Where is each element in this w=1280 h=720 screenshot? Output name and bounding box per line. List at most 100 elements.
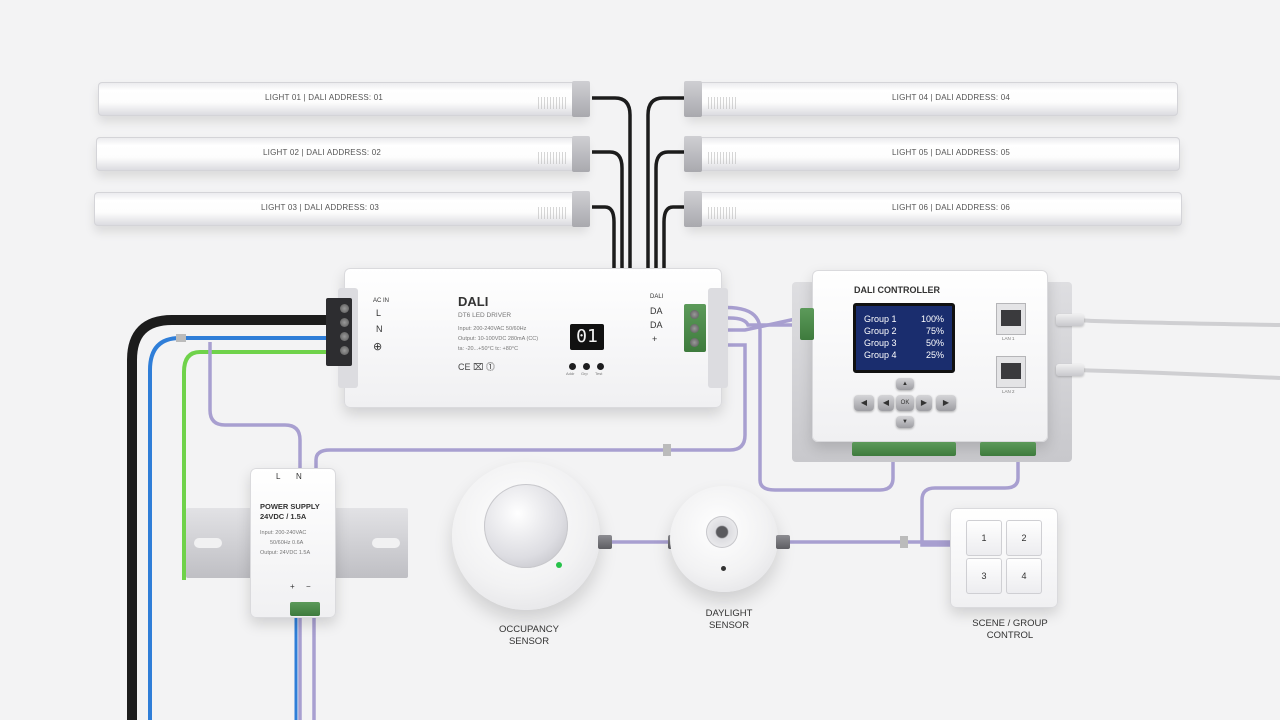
group-name: Group 2 — [864, 326, 897, 336]
screw-icon — [340, 332, 349, 341]
cable-clip — [663, 444, 671, 456]
caption-line: CONTROL — [986, 630, 1034, 641]
psu-out-plus: + — [290, 582, 295, 591]
psu-terminal-n: N — [296, 472, 302, 481]
din-rail-slot — [372, 538, 400, 548]
scene-key-2[interactable]: 2 — [1006, 520, 1042, 556]
light-sticker — [538, 152, 568, 164]
light-sticker — [708, 207, 738, 219]
group-button-label: Grp — [581, 371, 588, 376]
test-button-label: Test — [595, 371, 603, 376]
cable-light-03 — [592, 205, 616, 268]
occupancy-caption: OCCUPANCY SENSOR — [474, 624, 584, 648]
lcd-group-row: Group 1 100% — [864, 314, 944, 326]
light-cables — [592, 96, 686, 268]
light-sticker — [538, 207, 568, 219]
din-rail-slot — [194, 538, 222, 548]
nav-down-button[interactable]: ▼ — [896, 416, 914, 428]
address-display: 01 — [570, 324, 604, 350]
occupancy-connector — [598, 535, 612, 549]
screw-icon — [340, 318, 349, 327]
light-bar-05: LIGHT 05 | DALI ADDRESS: 05 — [684, 136, 1180, 172]
lan2-cable — [1074, 368, 1280, 380]
group-name: Group 3 — [864, 338, 897, 348]
addr-button[interactable] — [569, 363, 576, 370]
dali-out-label: DALI — [650, 294, 664, 300]
earth-green-wire — [182, 350, 330, 580]
group-value: 75% — [925, 326, 944, 336]
lan2-port[interactable] — [996, 356, 1026, 388]
psu-title: POWER SUPPLY — [260, 502, 320, 511]
psu-output-terminal[interactable] — [290, 602, 320, 616]
screw-icon — [690, 338, 699, 347]
caption-line: SENSOR — [508, 636, 550, 647]
psu-out-minus: − — [306, 582, 311, 591]
psu-spec-input: Input: 200-240VAC — [260, 530, 307, 536]
daylight-caption: DAYLIGHT SENSOR — [674, 608, 784, 632]
ac-in-label: AC IN — [373, 298, 390, 304]
dali-psu-to-controller-loop — [314, 343, 747, 470]
dali-bus — [208, 305, 1020, 720]
cable-clip — [900, 536, 908, 548]
nav-up-button[interactable]: ▲ — [896, 378, 914, 390]
controller-lcd: Group 1 100% Group 2 75% Group 3 50% Gro… — [853, 303, 955, 373]
driver-spec-input: Input: 200-240VAC 50/60Hz — [458, 326, 527, 332]
dali-controller-to-switch — [920, 455, 1020, 547]
group-button[interactable] — [583, 363, 590, 370]
light-bar-04: LIGHT 04 | DALI ADDRESS: 04 — [684, 81, 1178, 117]
cable-light-05 — [654, 150, 686, 268]
light-bar-01: LIGHT 01 | DALI ADDRESS: 01 — [98, 81, 590, 117]
caption-line: SENSOR — [708, 620, 750, 631]
scene-caption: SCENE / GROUP CONTROL — [950, 618, 1070, 642]
controller-dali-terminal[interactable] — [800, 308, 814, 340]
light-label: LIGHT 03 | DALI ADDRESS: 03 — [261, 203, 380, 212]
dali-controller: DALI CONTROLLER Group 1 100% Group 2 75%… — [812, 270, 1048, 442]
ac-input-terminal-block[interactable] — [326, 298, 352, 366]
scene-key-1[interactable]: 1 — [966, 520, 1002, 556]
light-endcap — [572, 136, 590, 172]
occupancy-sensor — [452, 462, 600, 610]
group-name: Group 1 — [864, 314, 897, 324]
light-bar-06: LIGHT 06 | DALI ADDRESS: 06 — [684, 191, 1182, 227]
test-button[interactable] — [597, 363, 604, 370]
cable-light-04 — [646, 96, 686, 268]
driver-spec-output: Output: 10-100VDC 280mA (CC) — [458, 336, 539, 342]
nav-left-button[interactable]: ◀ — [878, 395, 894, 411]
dali-out-da1: DA — [650, 306, 663, 316]
light-label: LIGHT 04 | DALI ADDRESS: 04 — [892, 93, 1011, 102]
certification-marks: CE ⌧ ⓵ — [458, 362, 495, 372]
lcd-group-row: Group 2 75% — [864, 326, 944, 338]
controller-title: DALI CONTROLLER — [854, 285, 940, 295]
caption-line: SCENE / GROUP — [972, 618, 1048, 629]
terminal-label-l: L — [376, 308, 382, 318]
addr-button-label: Addr — [566, 371, 575, 376]
light-endcap — [684, 81, 702, 117]
controller-bottom-terminal-left[interactable] — [852, 442, 956, 456]
driver-spec-temp: ta: -20...+50°C tc: +80°C — [458, 346, 519, 352]
controller-bottom-terminal-right[interactable] — [980, 442, 1036, 456]
lan1-plug[interactable] — [1056, 314, 1084, 326]
driver-brand: DALI — [458, 294, 489, 309]
light-sensor-lens — [706, 516, 738, 548]
lan2-label: LAN 2 — [1002, 389, 1015, 394]
nav-forward-button[interactable]: ▶ — [936, 395, 956, 411]
light-sticker — [538, 97, 568, 109]
lan2-plug[interactable] — [1056, 364, 1084, 376]
screw-icon — [340, 346, 349, 355]
lcd-group-row: Group 4 25% — [864, 350, 944, 362]
cable-light-06 — [662, 205, 686, 268]
scene-key-4[interactable]: 4 — [1006, 558, 1042, 594]
light-sticker — [708, 152, 738, 164]
light-endcap — [572, 191, 590, 227]
lan1-port[interactable] — [996, 303, 1026, 335]
light-label: LIGHT 05 | DALI ADDRESS: 05 — [892, 148, 1011, 157]
scene-key-3[interactable]: 3 — [966, 558, 1002, 594]
status-led-icon — [556, 562, 562, 568]
nav-ok-button[interactable]: OK — [896, 395, 914, 411]
light-bar-03: LIGHT 03 | DALI ADDRESS: 03 — [94, 191, 590, 227]
daylight-connector-right — [776, 535, 790, 549]
nav-right-button[interactable]: ▶ — [916, 395, 932, 411]
nav-back-button[interactable]: ◀ — [854, 395, 874, 411]
dali-output-terminal[interactable] — [684, 304, 706, 352]
